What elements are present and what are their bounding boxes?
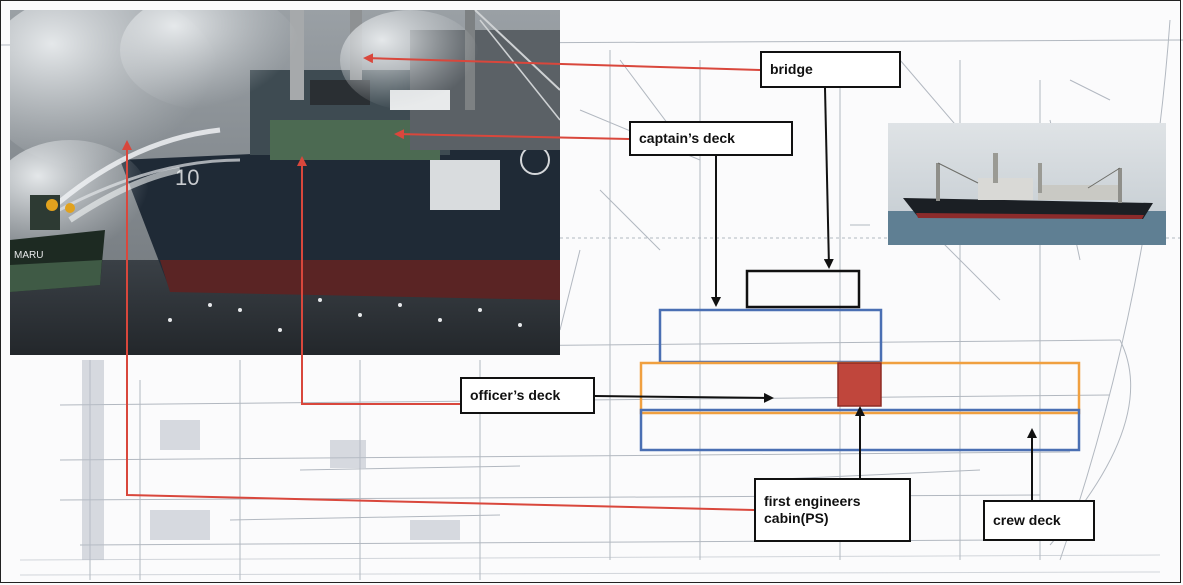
burning-ship-photo: 10 bbox=[10, 10, 560, 355]
burning-ship-illustration: 10 bbox=[10, 10, 560, 355]
officers-deck-label: officer’s deck bbox=[460, 377, 595, 414]
ship-at-sea-illustration bbox=[888, 123, 1166, 245]
bridge-label-text: bridge bbox=[770, 61, 813, 77]
bridge-label: bridge bbox=[760, 51, 901, 88]
crew-deck-label-text: crew deck bbox=[993, 512, 1061, 528]
officers-deck-photo-arrow bbox=[297, 156, 460, 405]
first-engineers-cabin-label-text: first engineers cabin(PS) bbox=[764, 493, 861, 526]
bridge-outline bbox=[745, 269, 861, 309]
crew-deck-label: crew deck bbox=[983, 500, 1095, 541]
bridge-drawing-arrow bbox=[823, 87, 834, 269]
officers-deck-label-text: officer’s deck bbox=[470, 387, 561, 403]
bridge-photo-arrow bbox=[363, 53, 761, 71]
captains-deck-photo-arrow bbox=[394, 129, 630, 140]
captains-deck-label-text: captain’s deck bbox=[639, 130, 735, 146]
captains-deck-label: captain’s deck bbox=[629, 121, 793, 156]
cabin-photo-arrow bbox=[122, 140, 755, 511]
first-engineers-cabin-label: first engineers cabin(PS) bbox=[754, 478, 911, 542]
ship-at-sea-photo bbox=[888, 123, 1166, 245]
tug-hull-text: MARU bbox=[14, 250, 43, 261]
officers-deck-drawing-arrow bbox=[594, 392, 774, 403]
first-engineers-cabin-marker bbox=[837, 362, 882, 407]
